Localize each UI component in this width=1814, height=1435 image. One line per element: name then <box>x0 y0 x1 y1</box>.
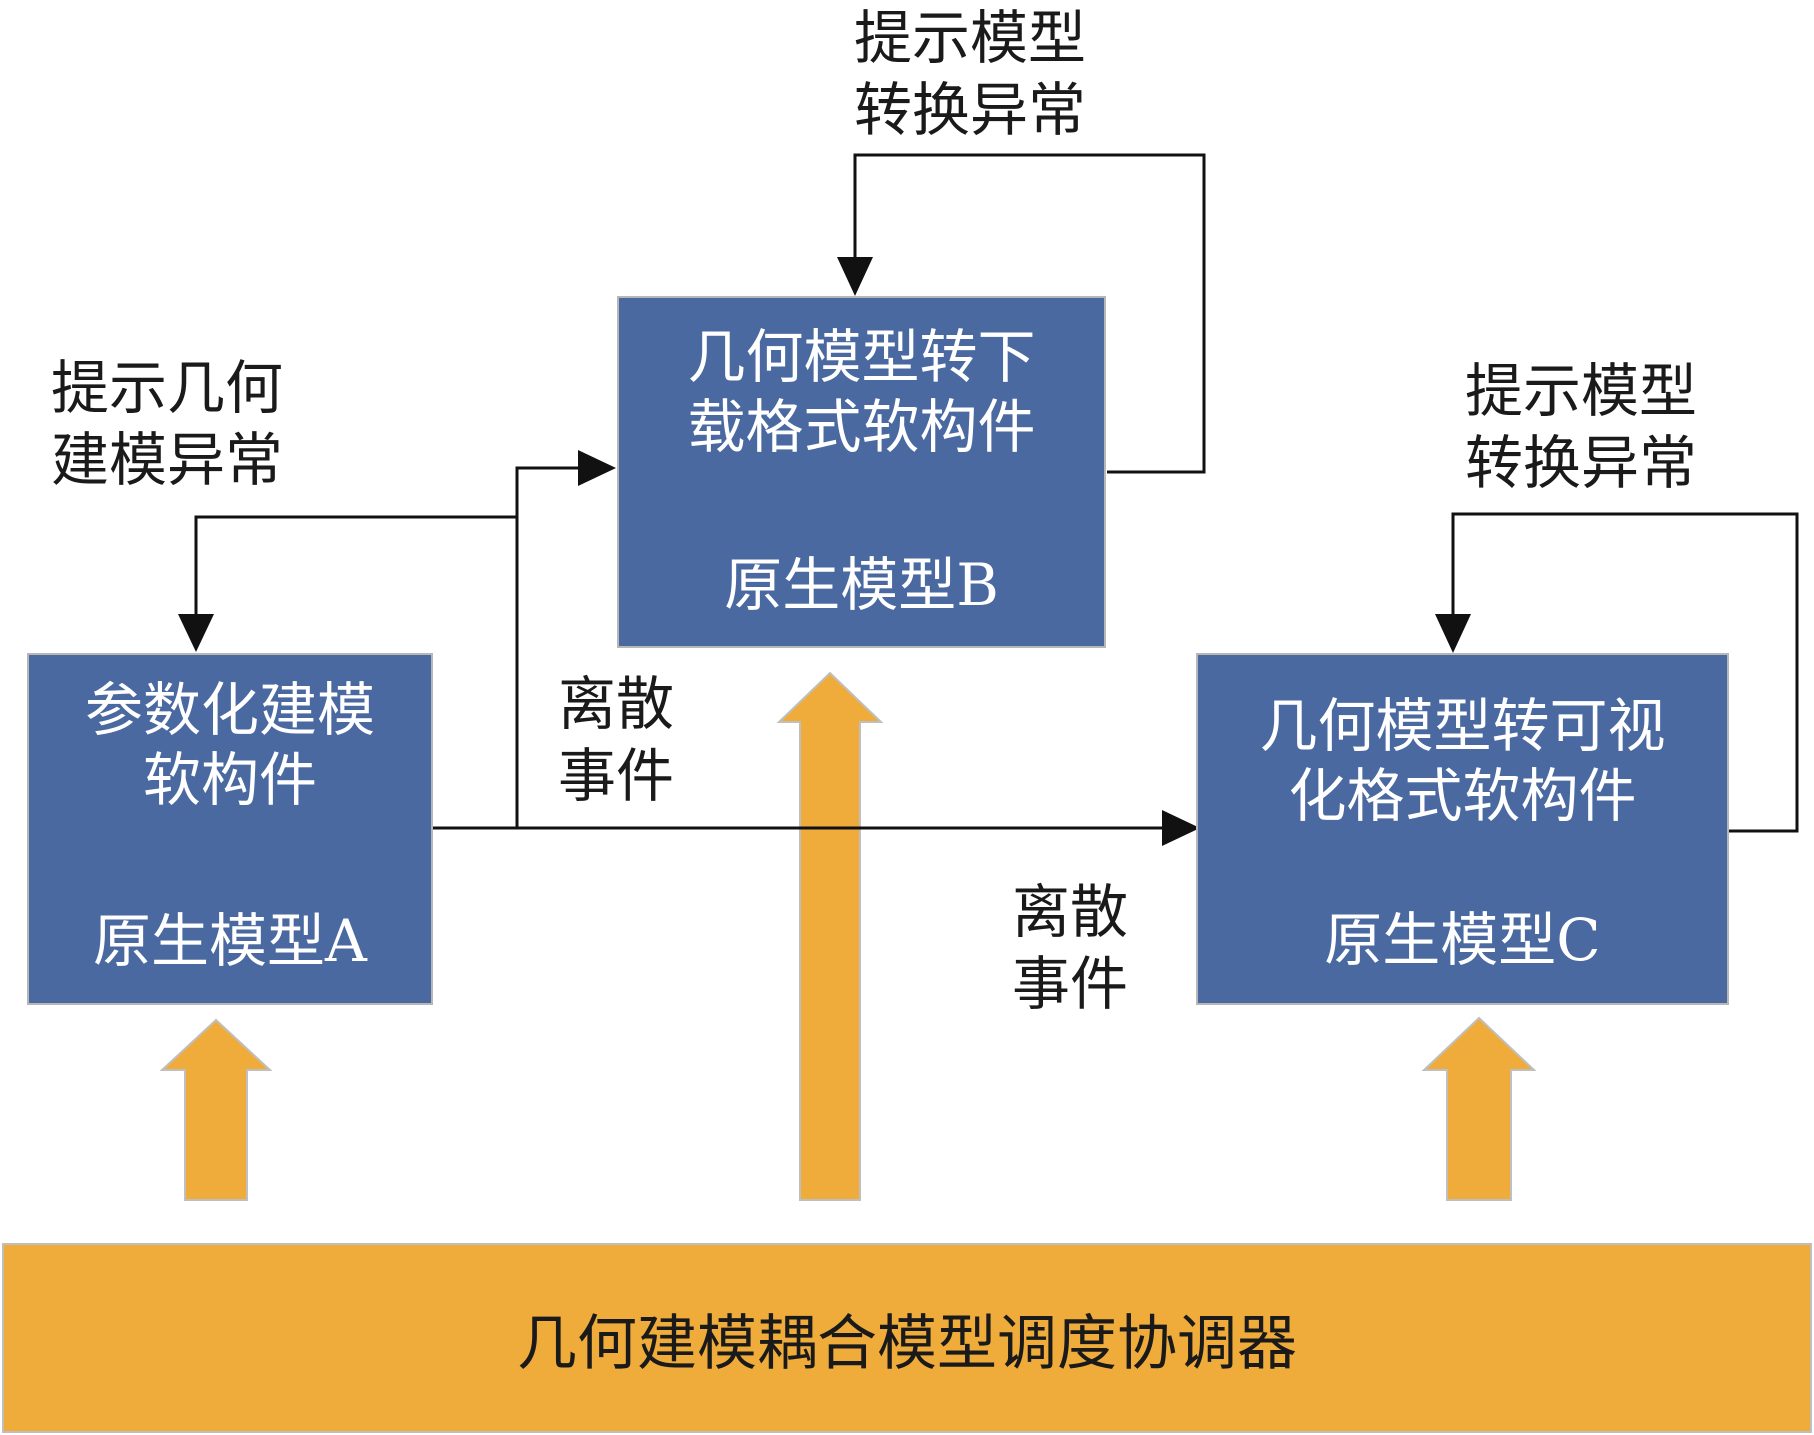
component-c-title: 几何模型转可视 化格式软构件 <box>1259 692 1666 830</box>
component-a: 参数化建模 软构件 原生模型A <box>27 653 433 1005</box>
arrowhead-into-c <box>1162 810 1200 846</box>
label-conversion-exception-c: 提示模型 转换异常 <box>1465 357 1698 497</box>
label-discrete-event-1: 离散 事件 <box>558 670 675 810</box>
coordinator-label: 几何建模耦合模型调度协调器 <box>517 1308 1297 1379</box>
arrowhead-loop-c <box>1435 614 1471 653</box>
component-b-title: 几何模型转下 载格式软构件 <box>687 323 1036 461</box>
loop-c <box>1451 512 1799 833</box>
up-arrow-b <box>776 671 884 1201</box>
loop-b <box>853 153 1206 474</box>
up-arrow-c <box>1421 1016 1537 1201</box>
connector-a-to-b <box>515 466 578 828</box>
label-geometry-exception: 提示几何 建模异常 <box>51 354 284 494</box>
component-c: 几何模型转可视 化格式软构件 原生模型C <box>1196 653 1729 1005</box>
component-b-model: 原生模型B <box>724 551 999 619</box>
component-c-model: 原生模型C <box>1324 906 1601 974</box>
label-discrete-event-2: 离散 事件 <box>1012 878 1129 1018</box>
connector-exception-to-a <box>194 515 517 615</box>
arrowhead-into-b <box>578 450 616 486</box>
component-a-title: 参数化建模 软构件 <box>84 676 375 814</box>
coordinator-bar: 几何建模耦合模型调度协调器 <box>2 1243 1812 1433</box>
up-arrow-a <box>159 1018 273 1201</box>
component-b: 几何模型转下 载格式软构件 原生模型B <box>617 296 1106 648</box>
component-a-model: 原生模型A <box>93 907 367 975</box>
arrowhead-into-a <box>178 614 214 652</box>
arrowhead-loop-b <box>837 257 873 296</box>
label-conversion-exception-b: 提示模型 转换异常 <box>854 4 1087 144</box>
